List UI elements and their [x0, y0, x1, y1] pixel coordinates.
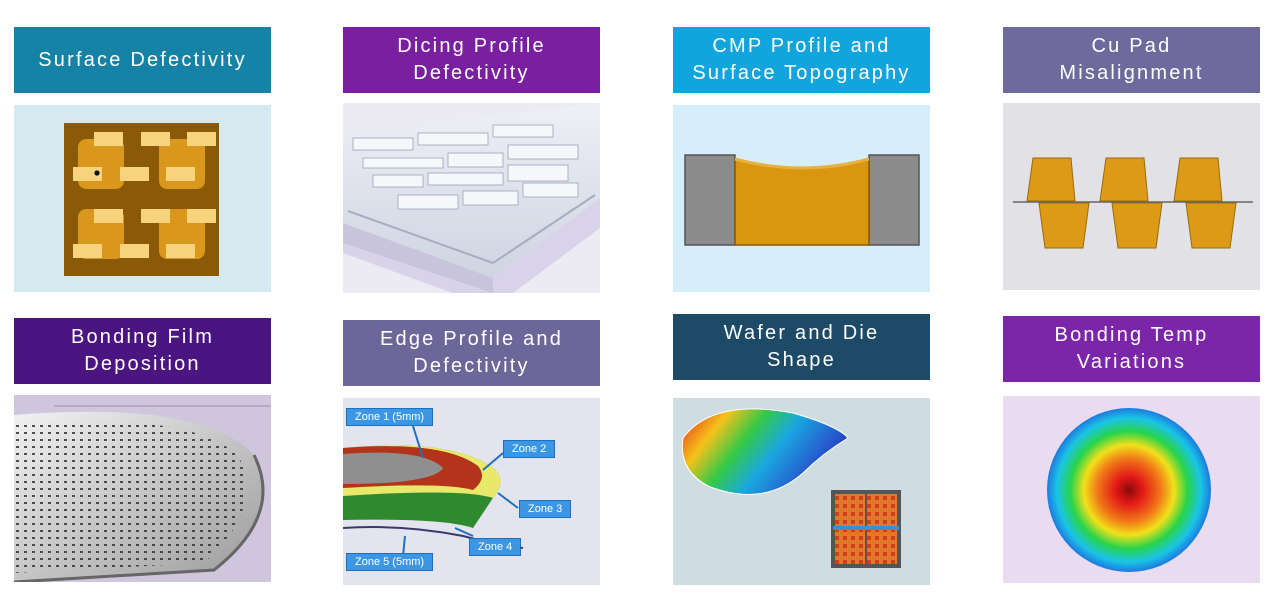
card-title: CMP Profile and Surface Topography — [673, 27, 930, 93]
card-title: Bonding Film Deposition — [14, 318, 271, 384]
card-title-line: Defectivity — [413, 62, 530, 84]
card-title: Edge Profile and Defectivity — [343, 320, 600, 386]
card-title-line: Defectivity — [413, 355, 530, 377]
card-title-line: Surface Defectivity — [38, 48, 247, 71]
zone-2-label: Zone 2 — [503, 440, 556, 458]
card-title-line: Variations — [1076, 351, 1187, 373]
wafer-film-icon — [14, 395, 271, 582]
card-title-line: Wafer and Die — [723, 322, 880, 344]
card-title-line: Surface Topography — [692, 62, 911, 84]
zone-3-label: Zone 3 — [519, 500, 572, 518]
card-title: Wafer and Die Shape — [673, 314, 930, 380]
card-title-line: Deposition — [84, 353, 201, 375]
die-defect-icon — [14, 105, 271, 292]
pad-misalignment-icon — [1003, 103, 1260, 290]
cmp-dishing-icon — [673, 105, 930, 292]
card-title-line: Cu Pad — [1091, 35, 1172, 57]
edge-zones-icon: Zone 1 (5mm) Zone 2 Zone 3 Zone 4 Zone 5… — [343, 398, 600, 585]
card-title-line: Dicing Profile — [397, 35, 546, 57]
zone-5-label: Zone 5 (5mm) — [346, 553, 434, 571]
card-title: Surface Defectivity — [14, 27, 271, 93]
card-title-line: Bonding Temp — [1054, 324, 1209, 346]
card-title: Dicing Profile Defectivity — [343, 27, 600, 93]
dicing-edge-icon — [343, 103, 600, 293]
card-title: Cu Pad Misalignment — [1003, 27, 1260, 93]
card-title-line: Shape — [767, 349, 836, 371]
zone-4-label: Zone 4 — [469, 538, 522, 556]
temperature-map-icon — [1003, 396, 1260, 583]
card-title-line: Misalignment — [1059, 62, 1204, 84]
card-title-line: Edge Profile and — [379, 328, 564, 350]
card-title-line: Bonding Film — [70, 326, 215, 348]
card-title-line: CMP Profile and — [712, 35, 891, 57]
zone-1-label: Zone 1 (5mm) — [346, 408, 434, 426]
card-title: Bonding Temp Variations — [1003, 316, 1260, 382]
wafer-warp-icon — [673, 398, 930, 585]
